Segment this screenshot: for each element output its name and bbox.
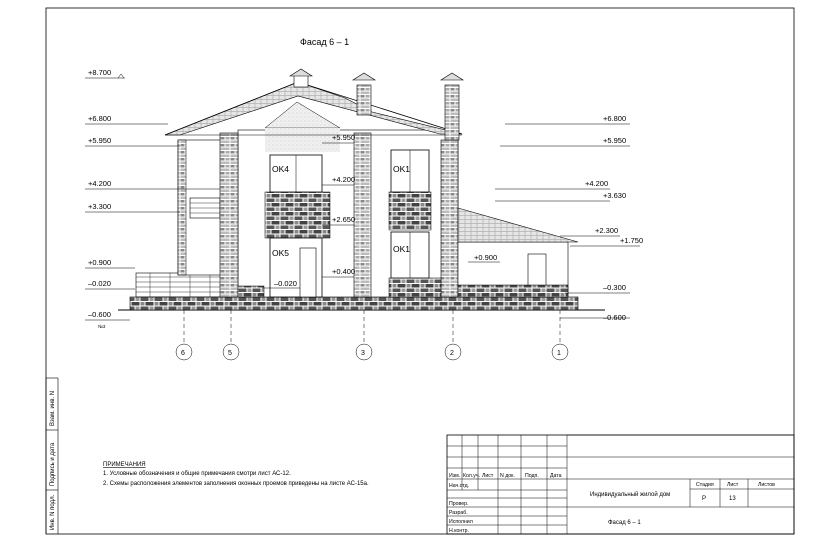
- tb-sheets-label: Листов: [758, 482, 775, 488]
- side-stamp-inv: Инв. N подл.: [50, 494, 56, 530]
- level-right: +2.300: [595, 226, 618, 235]
- tb-sheet-label: Лист: [727, 482, 739, 488]
- tb-role: Исполнил: [449, 519, 473, 525]
- facade-elevation: OK4 OK5 OK1 OK1 +8.700 +6: [85, 68, 643, 329]
- tb-header: Изм.: [449, 473, 460, 479]
- side-stamp: Инв. N подл. Подпись и дата Взам. инв. N: [45, 377, 59, 534]
- opening-label: OK1: [393, 244, 410, 254]
- title-block: [446, 434, 795, 535]
- chimney: [293, 74, 309, 88]
- pilaster: [353, 132, 372, 298]
- garage-roof: [457, 207, 579, 243]
- level-left: –0.600: [88, 310, 111, 319]
- tb-stage: Р: [702, 496, 706, 502]
- side-stamp-sign: Подпись и дата: [50, 442, 56, 486]
- pilaster: [440, 139, 459, 298]
- level-left: +5.950: [88, 136, 111, 145]
- tb-role: Провер.: [449, 501, 468, 507]
- opening-label: OK1: [393, 164, 410, 174]
- drawing-title: Фасад 6 – 1: [300, 37, 349, 47]
- level-mid: –0.020: [274, 279, 297, 288]
- level-right: +1.750: [620, 236, 643, 245]
- tb-header: N док.: [500, 473, 515, 479]
- axis-label: 2: [450, 350, 454, 357]
- notes: ПРИМЕЧАНИЯ 1. Условные обозначения и общ…: [103, 462, 369, 487]
- opening-label: OK4: [272, 164, 289, 174]
- sheet-frame: [45, 7, 795, 535]
- level-left: –0.020: [88, 279, 111, 288]
- note-item: 1. Условные обозначения и общие примечан…: [103, 471, 291, 477]
- level-mid: +2.650: [332, 215, 355, 224]
- tb-header: Дата: [550, 473, 562, 479]
- tb-role: Разраб.: [449, 510, 468, 516]
- level-right: –0.600: [603, 313, 626, 322]
- level-left: +0.900: [88, 258, 111, 267]
- level-left: +3.300: [88, 202, 111, 211]
- tb-sheet: 13: [729, 496, 736, 502]
- tb-stage-label: Стадия: [696, 482, 714, 488]
- stone-plinth: [129, 296, 579, 311]
- axis-label: 5: [228, 350, 232, 357]
- side-stamp-replace: Взам. инв. N: [50, 391, 56, 426]
- notes-heading: ПРИМЕЧАНИЯ: [103, 462, 146, 468]
- level-left: +4.200: [88, 179, 111, 188]
- axis-markers: [175, 310, 569, 361]
- tb-header: Подп.: [525, 473, 539, 479]
- tb-header: Лист: [482, 473, 494, 479]
- tb-role: Н.контр.: [449, 528, 469, 534]
- note-item: 2. Схемы расположения элементов заполнен…: [103, 481, 369, 487]
- axis-label: 1: [557, 350, 561, 357]
- level-mid: +5.950: [332, 133, 355, 142]
- opening-label: OK5: [272, 248, 289, 258]
- chimney: [356, 84, 372, 116]
- level-mid: +4.200: [332, 175, 355, 184]
- level-right: –0.300: [603, 283, 626, 292]
- tb-role: Нач.отд.: [449, 483, 469, 489]
- chimney: [444, 84, 460, 141]
- axis-label: 6: [181, 350, 185, 357]
- level-left-note: №3: [98, 324, 106, 329]
- level-left: +8.700: [88, 68, 111, 77]
- tb-sheet-name: Фасад 6 – 1: [608, 520, 641, 526]
- level-mid: +0.900: [474, 253, 497, 262]
- level-right: +5.950: [603, 136, 626, 145]
- tb-header: Кол.уч.: [463, 473, 480, 479]
- level-mid: +0.400: [332, 267, 355, 276]
- level-right: +4.200: [585, 179, 608, 188]
- level-right: +6.800: [603, 114, 626, 123]
- tb-project: Индивидуальный жилой дом: [590, 491, 670, 498]
- level-left: +6.800: [88, 114, 111, 123]
- level-right: +3.630: [603, 191, 626, 200]
- axis-label: 3: [361, 350, 365, 357]
- pilaster: [219, 132, 239, 298]
- door: [299, 247, 317, 298]
